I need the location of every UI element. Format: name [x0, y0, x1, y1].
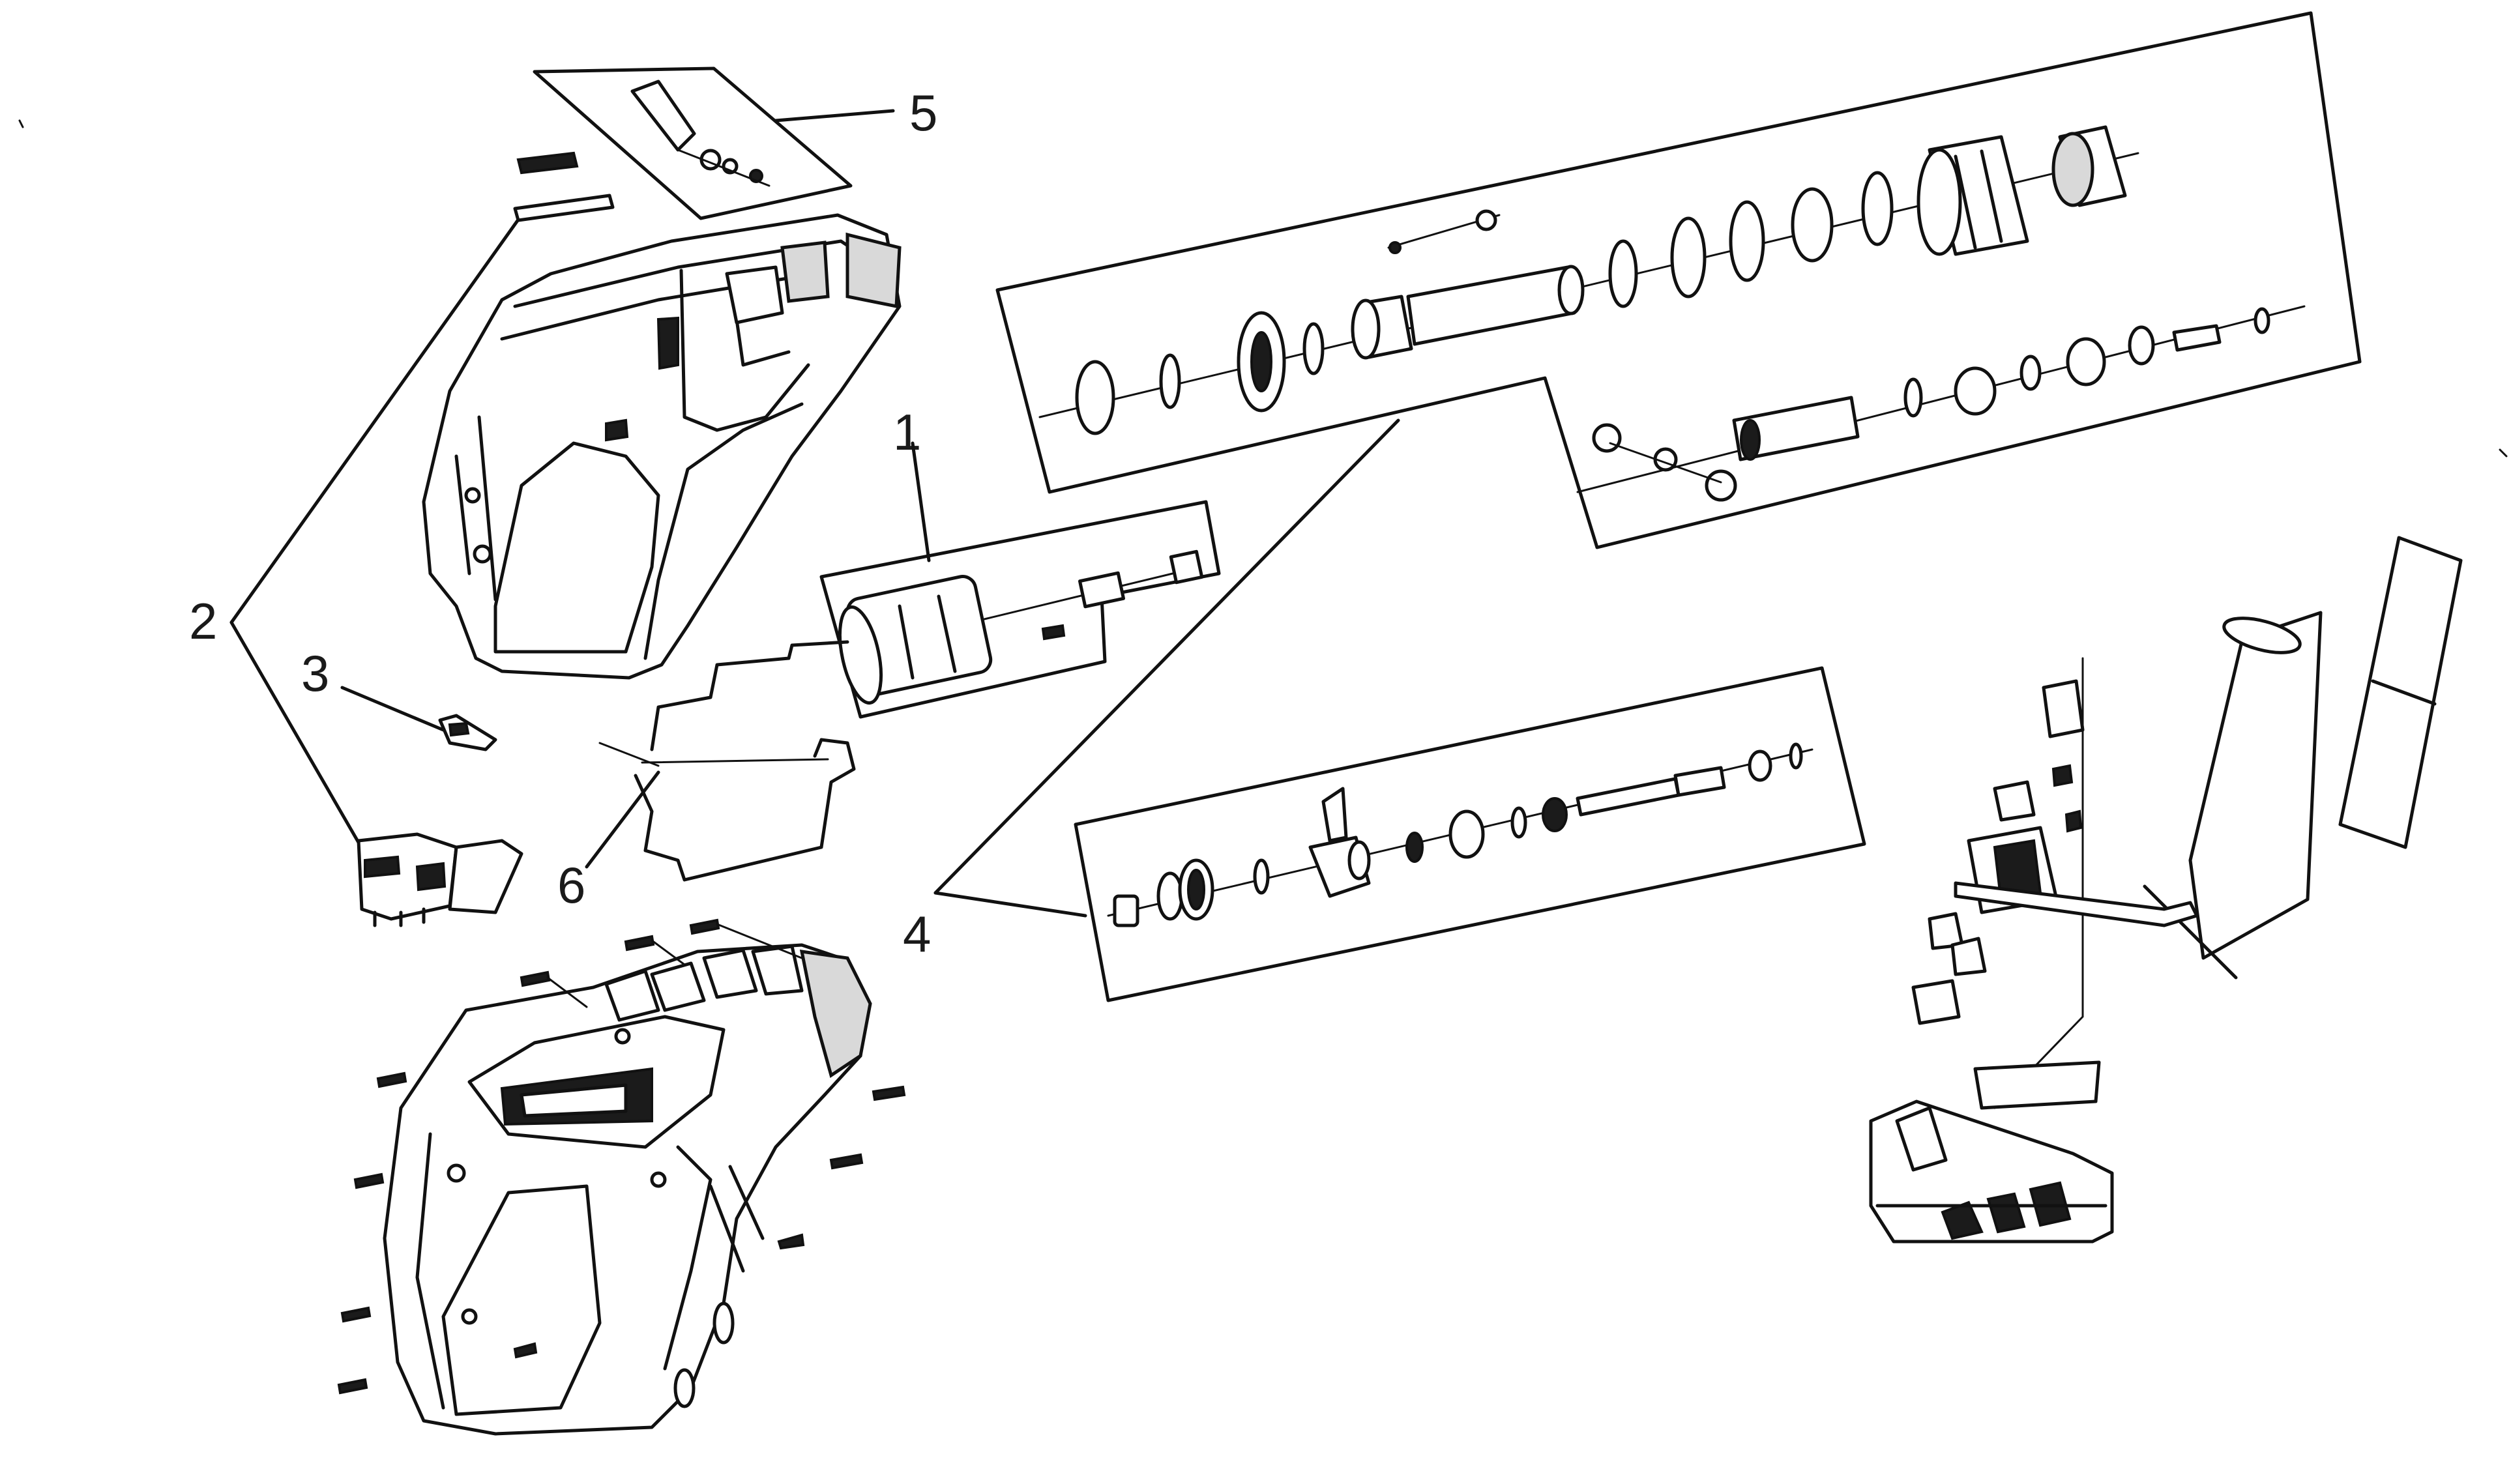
callout-label-1: 1: [893, 403, 921, 461]
callout-label-2: 2: [189, 592, 217, 650]
motor-assembly-panel-1: [819, 500, 1221, 719]
gearbox-upper-panel: [995, 11, 2362, 549]
battery-pack-assembly: [1869, 536, 2463, 1244]
wiring-harness-6: [634, 640, 856, 882]
trigger-switch: [357, 832, 523, 927]
callout-label-5: 5: [909, 84, 937, 141]
leader-lines: [229, 109, 1400, 918]
panel-5-small-parts: [513, 66, 853, 222]
part-3-trigger-link: [438, 714, 497, 751]
stray-mark: [2499, 448, 2508, 458]
callout-label-6: 6: [557, 856, 585, 914]
screws: [337, 918, 906, 1395]
callout-label-4: 4: [903, 905, 931, 963]
callout-label-3: 3: [301, 645, 329, 702]
gearbox-lower-panel-4: [1074, 666, 1866, 1002]
housing-right-half: [383, 943, 872, 1436]
stray-mark: [18, 119, 24, 128]
housing-left-half: [422, 213, 902, 680]
